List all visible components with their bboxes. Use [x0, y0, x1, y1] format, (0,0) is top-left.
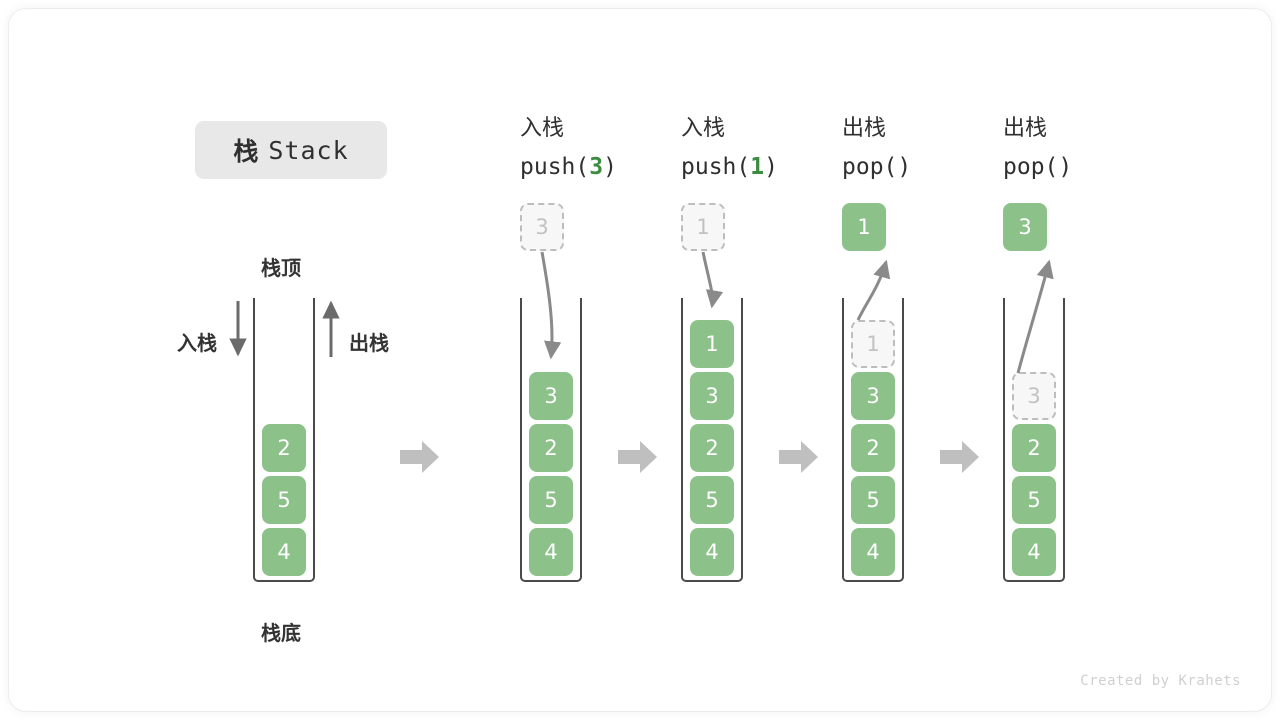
step-header-1: 入栈 push(3): [520, 110, 617, 186]
stack-element: 3: [851, 372, 895, 420]
arrow-right-icon: [779, 441, 818, 473]
stack-element: 5: [851, 476, 895, 524]
stack-element: 1: [851, 320, 895, 368]
step-header-4: 出栈 pop(): [1003, 110, 1072, 186]
stack-container-step-4: [1003, 298, 1065, 582]
stack-element: 2: [1012, 424, 1056, 472]
diagram-title-cn: 栈: [233, 137, 260, 166]
stack-container-step-2: [681, 298, 743, 582]
diagram-title-badge: 栈 Stack: [195, 121, 387, 179]
pop-direction-label: 出栈: [349, 331, 389, 355]
step-header-3: 出栈 pop(): [842, 110, 911, 186]
stack-element: 2: [690, 424, 734, 472]
stack-element: 3: [690, 372, 734, 420]
step-header-op: pop(): [842, 154, 912, 180]
step-header-cn: 出栈: [842, 116, 887, 141]
stack-element: 3: [529, 372, 573, 420]
diagram-card: 栈 Stack 栈顶 入栈 出栈 2 5 4 栈底 入栈 push(3) 3 3…: [8, 8, 1272, 712]
stack-element: 4: [1012, 528, 1056, 576]
arrow-overlay: [229, 251, 1054, 374]
stack-element: 2: [262, 424, 306, 472]
step-header-op: pop(): [1003, 154, 1073, 180]
arrow-right-icon: [618, 441, 657, 473]
floating-element: 1: [681, 203, 725, 251]
step-header-2: 入栈 push(1): [681, 110, 778, 186]
stack-element: 5: [1012, 476, 1056, 524]
stack-bottom-label: 栈底: [261, 621, 301, 645]
stack-element: 5: [529, 476, 573, 524]
step-header-cn: 入栈: [520, 116, 565, 141]
step-header-cn: 入栈: [681, 116, 726, 141]
stack-element: 4: [690, 528, 734, 576]
stack-element: 1: [690, 320, 734, 368]
step-header-op: push(3): [520, 154, 617, 180]
stack-element: 4: [262, 528, 306, 576]
stack-element: 3: [1012, 372, 1056, 420]
stack-element: 2: [851, 424, 895, 472]
stack-element: 5: [690, 476, 734, 524]
step-header-op: push(1): [681, 154, 778, 180]
stack-element: 4: [529, 528, 573, 576]
arrow-right-icon: [940, 441, 979, 473]
stack-element: 4: [851, 528, 895, 576]
floating-element: 1: [842, 203, 886, 251]
stack-container-base: [253, 298, 315, 582]
diagram-title-en: Stack: [268, 135, 349, 165]
step-header-cn: 出栈: [1003, 116, 1048, 141]
stack-element: 5: [262, 476, 306, 524]
floating-element: 3: [1003, 203, 1047, 251]
stack-element: 2: [529, 424, 573, 472]
stack-container-step-3: [842, 298, 904, 582]
push-direction-label: 入栈: [177, 331, 217, 355]
credit-text: Created by Krahets: [1080, 673, 1241, 689]
stack-container-step-1: [520, 298, 582, 582]
arrow-right-icon: [400, 441, 439, 473]
floating-element: 3: [520, 203, 564, 251]
stack-top-label: 栈顶: [261, 256, 301, 280]
